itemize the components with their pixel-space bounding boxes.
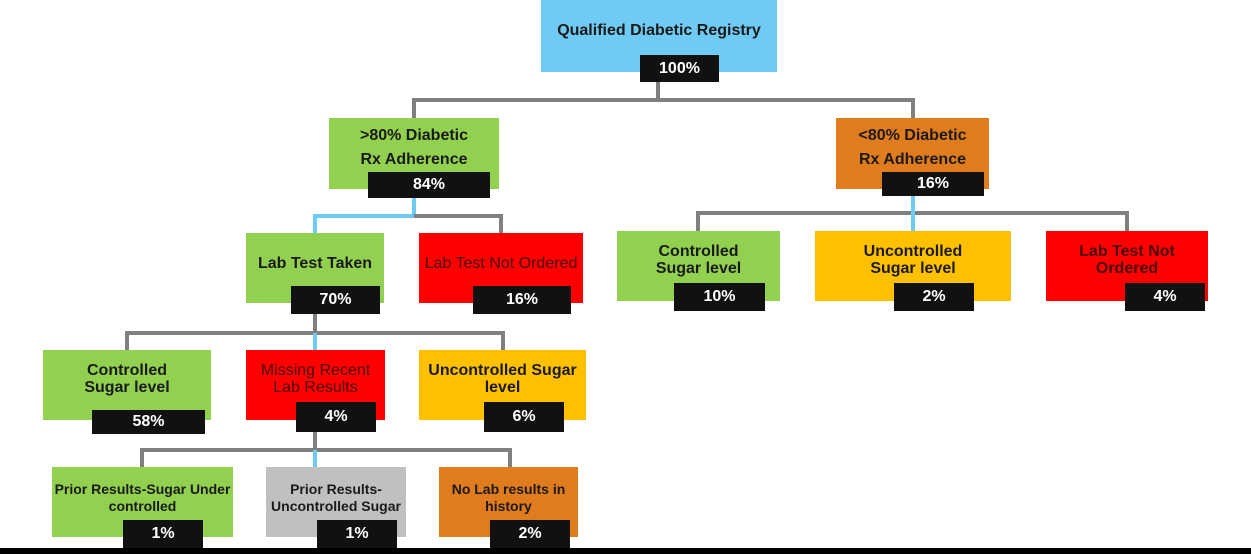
node-label-line1: Lab Test Not	[1079, 243, 1175, 260]
node-label-line2: Rx Adherence	[859, 151, 966, 168]
node-label-line1: Controlled	[658, 243, 739, 260]
connector-adh-high	[313, 198, 416, 233]
connector-missing	[140, 432, 512, 467]
node-label-line1: Prior Results-	[290, 481, 382, 497]
connector-adh-high-right	[414, 214, 503, 233]
node-label-line2: Sugar level	[84, 379, 170, 396]
node-label: Lab Test Taken	[257, 255, 373, 272]
node-label-line2: level	[484, 379, 521, 396]
pct-badge-prior-under: 1%	[123, 520, 203, 548]
node-label-line1: Uncontrolled Sugar	[428, 362, 577, 379]
node-label-line2: Sugar level	[870, 260, 956, 277]
node-label-line1: No Lab results in	[451, 481, 566, 497]
pct-badge-missing: 4%	[296, 402, 376, 432]
node-label-line1: <80% Diabetic	[858, 127, 967, 144]
pct-badge-controlled: 58%	[92, 410, 205, 434]
pct-badge-root: 100%	[640, 55, 719, 82]
node-lab-test-taken: Lab Test Taken	[246, 233, 384, 303]
node-label-line2: controlled	[108, 498, 177, 514]
bottom-border	[0, 548, 1251, 554]
connector-root	[412, 82, 915, 118]
pct-badge-low-adherence: 16%	[882, 172, 984, 196]
pct-badge-lab-test-taken: 70%	[291, 286, 380, 314]
node-label-line1: Controlled	[87, 362, 167, 379]
pct-badge-no-lab: 2%	[490, 520, 570, 548]
pct-badge-high-adherence: 84%	[368, 172, 490, 198]
node-label-line2: Sugar level	[655, 260, 742, 277]
node-label-line1: >80% Diabetic	[359, 127, 469, 144]
node-label: Lab Test Not Ordered	[424, 255, 578, 272]
node-label-line2: Uncontrolled Sugar	[271, 498, 401, 514]
node-label: Qualified Diabetic Registry	[557, 22, 761, 39]
node-label-line1: Prior Results-Sugar Under	[54, 481, 231, 497]
node-controlled-sugar: Controlled Sugar level	[43, 350, 211, 420]
pct-badge-lab-test-not-ordered-high: 16%	[473, 286, 571, 314]
pct-badge-lab-test-not-ordered-low: 4%	[1125, 283, 1205, 311]
node-label-line2: Rx Adherence	[360, 151, 468, 168]
pct-badge-low-uncontrolled: 2%	[894, 283, 974, 311]
pct-badge-prior-uncontrolled: 1%	[317, 520, 397, 548]
node-label-line2: history	[485, 498, 532, 514]
node-label-line1: Uncontrolled	[863, 243, 963, 260]
node-label-line2: Lab Results	[273, 379, 358, 396]
node-label-line1: Missing Recent	[260, 362, 371, 379]
pct-badge-low-controlled: 10%	[674, 283, 765, 311]
node-label-line2: Ordered	[1095, 260, 1159, 277]
pct-badge-uncontrolled: 6%	[484, 402, 564, 432]
node-low-uncontrolled-sugar: Uncontrolled Sugar level	[815, 231, 1011, 301]
